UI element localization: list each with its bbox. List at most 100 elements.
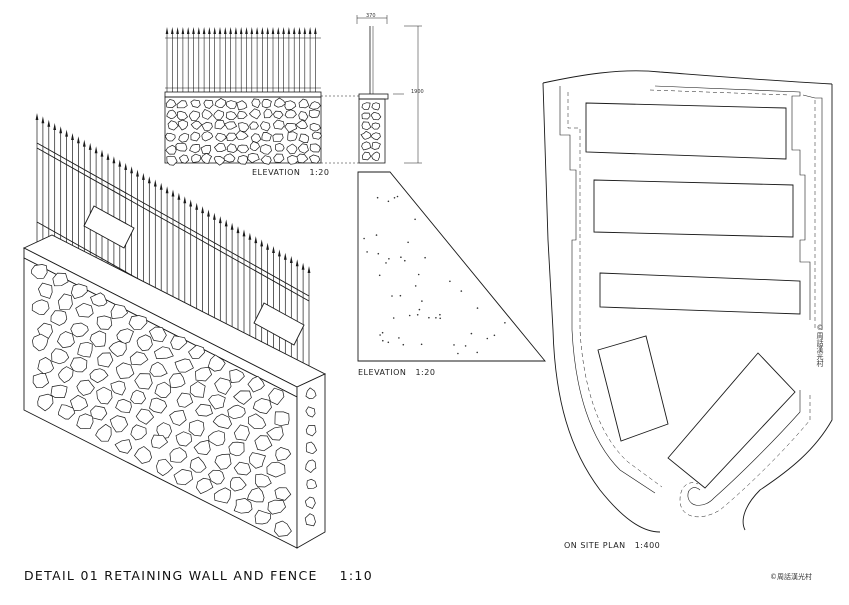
isometric-stone [110,380,126,396]
front-fence-picket-tip [298,27,301,34]
front-fence-picket-tip [287,27,291,34]
isometric-picket-tip [147,176,151,184]
front-elevation-label: ELEVATION 1:20 [252,168,329,177]
isometric-picket-tip [248,232,252,240]
isometric-stone [255,473,272,488]
isometric-stone [189,381,206,398]
isometric-stone [156,422,172,440]
front-fence-picket-tip [234,27,238,34]
front-fence-picket-tip [213,27,216,34]
front-stone [214,119,226,130]
credit-side: ©周話漢光村 [816,324,824,367]
isometric-picket-tip [165,186,169,194]
isometric-picket-tip [94,146,98,154]
isometric-stone [207,354,226,372]
isometric-picket-tip [41,116,45,124]
hatch-dot [439,313,441,316]
side-stone [361,102,371,111]
isometric-picket-tip [88,142,92,150]
front-stone [215,132,227,142]
hatch-dot [476,307,479,309]
site-boundary-top [542,70,833,85]
front-fence-picket-tip [261,27,264,34]
front-stone [297,143,309,154]
front-stone [223,153,236,163]
isometric-stone [247,487,265,503]
isometric-fence-pickets [35,113,311,393]
hatch-dot [408,314,411,317]
isometric-stone [50,310,68,326]
front-stone [175,142,188,152]
isometric-stone [76,379,95,396]
isometric-stone [32,373,50,389]
front-stone [298,111,309,122]
isometric-picket-tip [278,249,281,257]
front-fence-picket-tip [176,27,179,34]
front-stone [284,109,297,119]
front-fence-picket-tip [303,27,307,34]
hatch-dot [439,317,442,320]
hatch-dot [375,234,378,236]
isometric-stone [169,410,187,426]
isometric-picket-tip [301,262,305,270]
isometric-picket-tip [159,182,163,190]
hatch-dot [392,317,395,319]
isometric-stone [135,408,155,425]
isometric-picket-tip [171,189,175,197]
site-road-dashed-right [649,89,816,330]
isometric-stone [149,397,168,414]
isometric-picket-tip [213,212,216,220]
isometric-picket-tip [65,129,68,137]
front-stone [251,98,261,109]
isometric-stone [90,292,108,307]
triangle-elevation-outline [357,171,546,362]
isometric-stone [233,390,252,405]
site-boundary-right [742,84,833,531]
isometric-stone [97,352,114,368]
isometric-stone [75,302,94,318]
isometric-stone [76,413,94,430]
front-stone [176,100,188,109]
isometric-stone [274,487,292,501]
isometric-stone [254,435,273,452]
isometric-stone [89,368,109,384]
site-road-dashed-lower [679,395,811,518]
site-plan-label-text: ON SITE PLAN [564,541,626,550]
triangle-elevation-drawing [357,171,546,362]
front-fence-picket-tip [229,27,232,34]
site-building [599,272,801,315]
isometric-picket-tip [77,136,80,144]
isometric-stone [247,413,267,430]
isometric-stone [156,458,174,477]
side-stone [370,111,382,121]
isometric-stone [149,361,168,377]
site-road-edge [559,86,656,494]
front-stone [226,143,238,153]
front-stone [214,97,227,108]
front-elevation-fence [165,27,321,92]
isometric-stone [254,509,271,525]
front-stone [247,153,260,164]
front-stone [238,122,250,133]
isometric-stone [175,431,193,447]
front-stone [176,110,189,121]
isometric-stone [37,393,54,412]
hatch-dot [376,196,379,199]
isometric-stone [51,348,70,365]
isometric-stone [195,403,213,417]
isometric-stone [58,366,74,384]
front-stone [308,109,320,119]
isometric-picket-tip [224,219,228,227]
hatch-dot [493,334,496,337]
hatch-dot [377,252,380,255]
isometric-stone [188,419,205,437]
isometric-picket-tip [260,239,264,247]
isometric-wall-drawing [22,113,327,549]
isometric-stone [233,461,252,476]
isometric-picket-tip [136,169,139,177]
hatch-dot [504,322,506,324]
isometric-stone [212,413,233,429]
isometric-stone [274,520,292,537]
front-fence-picket-tip [171,27,174,34]
front-elevation-label-text: ELEVATION [252,168,301,177]
